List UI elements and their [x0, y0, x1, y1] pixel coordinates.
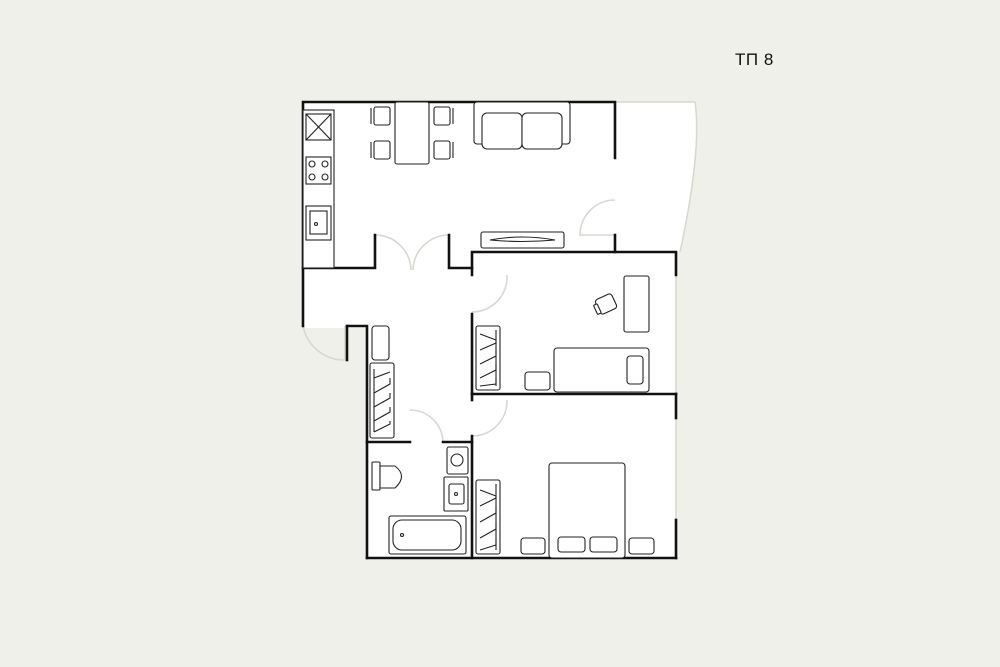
- study-bed: [553, 347, 650, 393]
- study-furniture: [475, 275, 650, 393]
- study-wardrobe: [475, 325, 501, 391]
- hallway-furniture: [369, 325, 395, 439]
- balcony-door-swing: [579, 199, 616, 236]
- stove-burner-1: [308, 160, 316, 168]
- fridge-cross-b: [305, 113, 332, 141]
- stove-burner-4: [321, 173, 329, 181]
- bathtub-drain: [399, 532, 405, 538]
- tv-stand: [480, 231, 565, 249]
- corridor-west-wall: [345, 324, 369, 560]
- balcony-floor: [615, 102, 697, 252]
- bedroom-wardrobe: [475, 479, 501, 555]
- entrance-door-swing: [302, 325, 346, 361]
- bed-pillow-right: [589, 536, 618, 553]
- study-bed-pillow: [626, 355, 644, 385]
- kitchen-furniture: [302, 101, 571, 269]
- dining-chair-1: [370, 106, 391, 126]
- stove: [305, 156, 332, 185]
- office-chair: [593, 293, 618, 315]
- study-north-wall: [470, 250, 678, 277]
- bedroom-nightstand-left: [520, 537, 546, 555]
- bathtub-basin: [392, 519, 462, 551]
- study-door-swing: [471, 274, 508, 313]
- dining-chair-3: [433, 106, 454, 126]
- stove-burner-2: [321, 160, 329, 168]
- bathroom-sink-drain: [453, 491, 459, 497]
- hallway-floor: [303, 268, 473, 328]
- plan-title: ТП 8: [735, 50, 774, 69]
- study-nightstand: [524, 371, 551, 391]
- dining-table: [394, 101, 430, 165]
- dining-chair-4: [433, 140, 454, 160]
- kitchen-door-left-swing: [374, 234, 412, 271]
- hallway-wardrobe: [369, 362, 395, 439]
- kitchen-door-right-swing: [412, 234, 450, 271]
- bedroom-furniture: [475, 462, 655, 559]
- balcony-outline: [615, 101, 698, 253]
- double-bed: [548, 462, 626, 559]
- washing-machine-drum: [450, 453, 464, 467]
- sofa: [473, 101, 571, 150]
- bed-pillow-left: [557, 536, 586, 553]
- kitchen-lower-wall-right: [447, 233, 474, 270]
- bedroom-nightstand-right: [628, 537, 655, 555]
- stove-burner-3: [308, 173, 316, 181]
- bathroom-door-swing: [409, 409, 444, 443]
- dining-chair-2: [370, 140, 391, 160]
- study-desk: [623, 275, 650, 333]
- bathroom-fixtures: [371, 446, 469, 555]
- kitchen-sink-drain: [313, 221, 319, 227]
- toilet: [371, 461, 403, 491]
- bedroom-door-swing: [471, 399, 508, 437]
- kitchen-sink-bowl: [309, 210, 328, 235]
- shoe-cabinet: [371, 325, 390, 361]
